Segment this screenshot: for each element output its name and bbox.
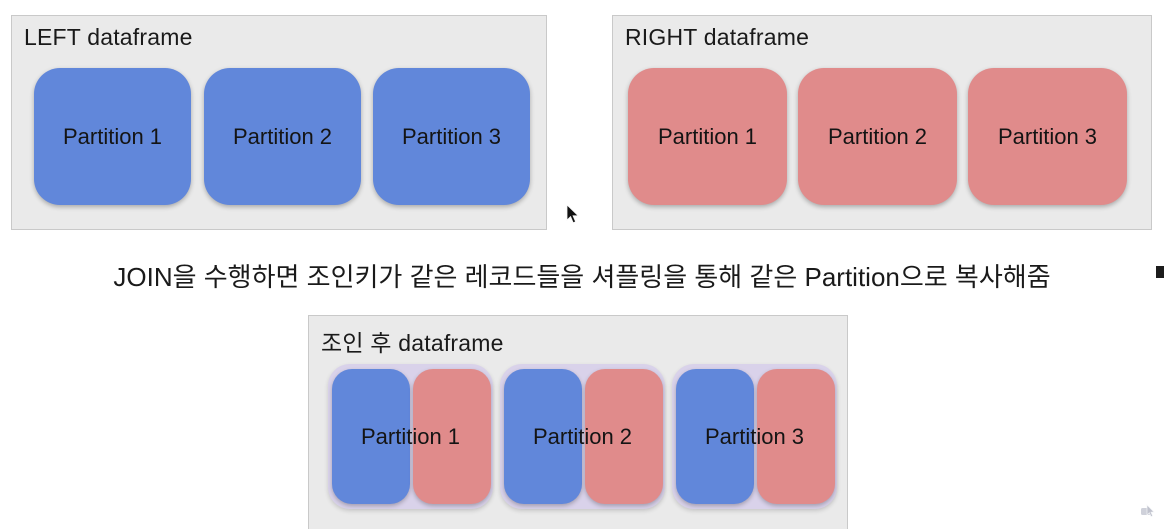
- right-partition-1: Partition 1: [628, 68, 787, 205]
- right-dataframe-panel: RIGHT dataframe Partition 1 Partition 2 …: [612, 15, 1152, 230]
- join-explanation-caption: JOIN을 수행하면 조인키가 같은 레코드들을 셔플링을 통해 같은 Part…: [113, 262, 1051, 292]
- left-partition-2: Partition 2: [204, 68, 361, 205]
- left-partition-1: Partition 1: [34, 68, 191, 205]
- mouse-cursor-icon: [566, 205, 579, 224]
- joined-partition-right-half: [413, 369, 491, 504]
- left-dataframe-panel: LEFT dataframe Partition 1 Partition 2 P…: [11, 15, 547, 230]
- screen-edge-artifact: [1156, 266, 1164, 278]
- joined-dataframe-panel: 조인 후 dataframe Partition 1 Partition 2 P…: [308, 315, 848, 529]
- right-partition-2: Partition 2: [798, 68, 957, 205]
- left-partition-3: Partition 3: [373, 68, 530, 205]
- joined-partition-label-2: Partition 2: [532, 423, 633, 449]
- right-partition-3: Partition 3: [968, 68, 1127, 205]
- joined-partition-label-1: Partition 1: [360, 423, 461, 449]
- joined-partition-left-half: [504, 369, 582, 504]
- right-dataframe-title: RIGHT dataframe: [625, 24, 810, 50]
- joined-partition-group-2: Partition 2: [500, 364, 665, 509]
- joined-partition-right-half: [757, 369, 835, 504]
- watermark-cursor-icon: [1141, 504, 1155, 518]
- joined-partition-label-3: Partition 3: [704, 423, 805, 449]
- left-dataframe-title: LEFT dataframe: [24, 24, 193, 50]
- joined-partition-group-3: Partition 3: [672, 364, 837, 509]
- joined-partition-right-half: [585, 369, 663, 504]
- joined-partition-group-1: Partition 1: [328, 364, 493, 509]
- joined-partition-left-half: [676, 369, 754, 504]
- joined-dataframe-title: 조인 후 dataframe: [321, 330, 504, 356]
- joined-partition-left-half: [332, 369, 410, 504]
